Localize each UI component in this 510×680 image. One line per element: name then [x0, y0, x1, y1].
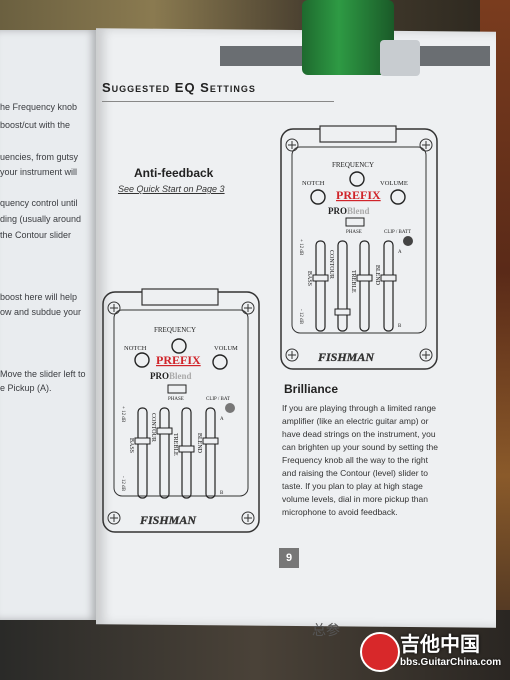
- plus12-label: + 12 dB: [298, 239, 303, 256]
- clip-batt-label: CLIP / BATT: [384, 230, 411, 235]
- frequency-knob: [171, 338, 187, 354]
- blend-label: BLEND: [196, 433, 202, 454]
- section-title: Suggested EQ Settings: [102, 80, 256, 95]
- left-page-line: Move the slider left to: [0, 369, 86, 379]
- volume-knob: [212, 354, 228, 370]
- left-page-line: ow and subdue your: [0, 307, 82, 317]
- notch-label: NOTCH: [302, 180, 325, 187]
- blend-scale-b: B: [398, 324, 402, 329]
- bass-label: BASS: [128, 438, 134, 453]
- blend-scale-a: A: [220, 417, 224, 422]
- blend-scale-a: A: [398, 250, 402, 255]
- frequency-label: FREQUENCY: [332, 161, 374, 169]
- phase-switch: [167, 384, 187, 394]
- left-page-line: uencies, from gutsy: [0, 152, 79, 162]
- brilliance-heading: Brilliance: [284, 382, 339, 396]
- plus12-label: + 12 dB: [120, 406, 125, 423]
- screw-icon: [285, 348, 299, 362]
- contour-slider: [159, 407, 170, 499]
- watermark-url: bbs.GuitarChina.com: [400, 657, 502, 668]
- quick-start-link[interactable]: See Quick Start on Page 3: [118, 184, 225, 194]
- paragraph-line: have dead strings on the instrument, you: [282, 429, 436, 439]
- blend-scale-b: B: [220, 491, 224, 496]
- treble-label: TREBLE: [172, 433, 178, 456]
- paragraph-line: taste. If you plan to play at high stage: [282, 481, 423, 491]
- blend-label: BLEND: [374, 265, 380, 286]
- guitarchina-logo-icon: [360, 632, 400, 672]
- notch-label: NOTCH: [124, 345, 147, 352]
- screw-icon: [107, 511, 121, 525]
- paragraph-line: microphone to avoid feedback.: [282, 507, 398, 517]
- notch-knob: [310, 189, 326, 205]
- left-page-line: he Frequency knob: [0, 102, 78, 112]
- left-page-line: the Contour slider: [0, 230, 72, 240]
- screw-icon: [285, 138, 299, 152]
- left-page-line: your instrument will: [0, 167, 78, 177]
- brilliance-paragraph: If you are playing through a limited ran…: [282, 402, 472, 519]
- bass-label: BASS: [306, 271, 312, 286]
- screw-icon: [241, 511, 255, 525]
- contour-label: CONTOUR: [328, 250, 334, 279]
- marker-cap: [302, 0, 394, 75]
- paragraph-line: volume levels, dial in more pickup than: [282, 494, 428, 504]
- page-number: 9: [279, 548, 299, 568]
- left-page-line: e Pickup (A).: [0, 383, 52, 393]
- left-page-line: quency control until: [0, 198, 78, 208]
- paragraph-line: can brighten up your sound by setting th…: [282, 442, 438, 452]
- frequency-label: FREQUENCY: [154, 326, 196, 334]
- title-rule: [102, 101, 334, 102]
- fishman-logo: FISHMAN: [139, 513, 197, 527]
- left-page-line: boost/cut with the: [0, 120, 71, 130]
- frequency-knob: [349, 171, 365, 187]
- phase-label: PHASE: [346, 230, 362, 235]
- treble-slider: [181, 407, 192, 499]
- blend-slider: [383, 240, 394, 332]
- paragraph-line: amplifier (like an electric guitar amp) …: [282, 416, 429, 426]
- bass-slider: [137, 407, 148, 499]
- preamp-panel-anti-feedback: FREQUENCY NOTCH VOLUM PREFIX PROBlend PH…: [102, 288, 260, 533]
- treble-slider: [359, 240, 370, 332]
- fishman-logo: FISHMAN: [317, 350, 375, 364]
- volume-label: VOLUM: [214, 345, 238, 352]
- minus12-label: - 12 dB: [120, 476, 125, 492]
- anti-feedback-heading: Anti-feedback: [134, 166, 214, 180]
- left-page-line: ding (usually around: [0, 214, 82, 224]
- bass-slider: [315, 240, 326, 332]
- watermark-title: 吉他中国: [400, 634, 480, 656]
- volume-label: VOLUME: [380, 180, 408, 187]
- watermark: 吉他中国 bbs.GuitarChina.com: [360, 626, 506, 674]
- notch-knob: [134, 352, 150, 368]
- left-page-line: boost here will help: [0, 292, 78, 302]
- blurred-text: 总参: [312, 622, 340, 638]
- paragraph-line: If you are playing through a limited ran…: [282, 403, 437, 413]
- screw-icon: [419, 138, 433, 152]
- left-page: he Frequency knob boost/cut with the uen…: [0, 30, 98, 620]
- blend-slider: [205, 407, 216, 499]
- pro-blend-logo: PROBlend: [150, 371, 192, 381]
- contour-label: CONTOUR: [150, 413, 156, 442]
- pro-blend-logo: PROBlend: [328, 206, 370, 216]
- clip-led: [225, 403, 235, 413]
- clip-led: [403, 236, 413, 246]
- volume-knob: [390, 189, 406, 205]
- prefix-logo: PREFIX: [156, 353, 201, 367]
- marker-tip: [380, 40, 420, 76]
- prefix-logo: PREFIX: [336, 188, 381, 202]
- clip-batt-label: CLIP / BAT: [206, 397, 230, 402]
- contour-slider: [337, 240, 348, 332]
- screw-icon: [419, 348, 433, 362]
- minus12-label: - 12 dB: [298, 309, 303, 325]
- treble-label: TREBLE: [350, 270, 356, 293]
- preamp-panel-brilliance: FREQUENCY NOTCH VOLUME PREFIX PROBlend P…: [280, 125, 438, 370]
- screw-icon: [241, 301, 255, 315]
- paragraph-line: Frequency knob all the way to the right: [282, 455, 428, 465]
- screw-icon: [107, 301, 121, 315]
- paragraph-line: and raising the Contour (level) slider t…: [282, 468, 428, 478]
- phase-label: PHASE: [168, 397, 184, 402]
- phase-switch: [345, 217, 365, 227]
